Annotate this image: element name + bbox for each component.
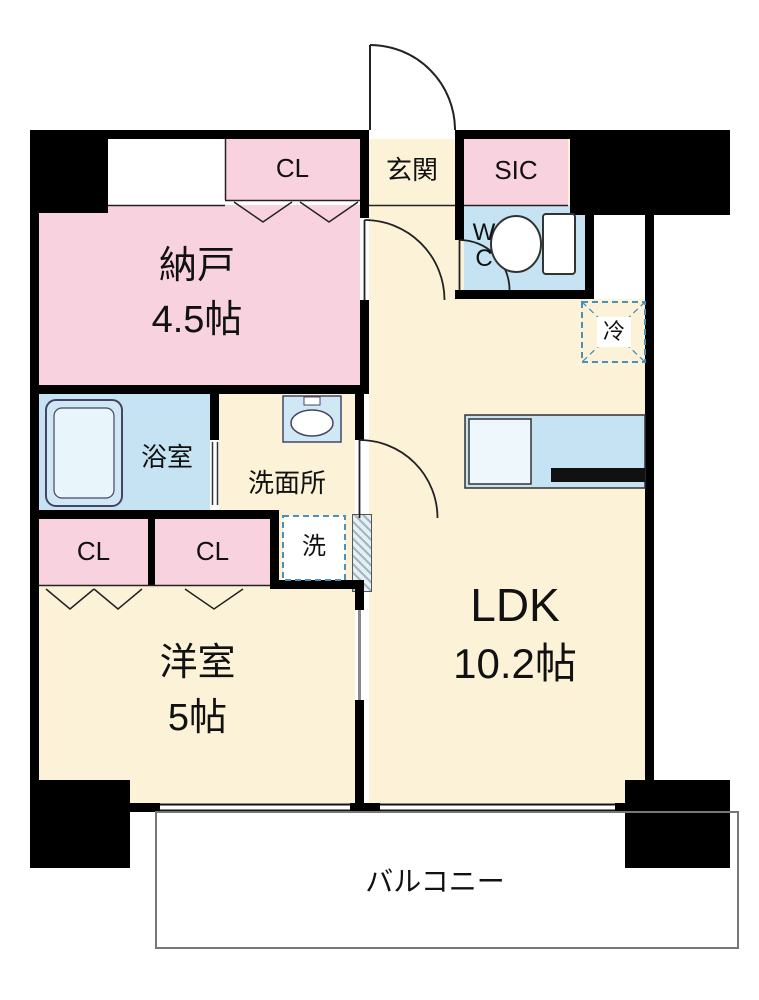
bath-sliding-door — [211, 442, 219, 505]
wall-washroom-right-upper — [355, 394, 364, 440]
pillar-bottom-left — [30, 780, 130, 868]
entrance-door-arc — [369, 44, 456, 131]
wall-closet-divider — [148, 519, 155, 585]
room-label-closet-top: CL — [275, 152, 310, 183]
pillar-top-right — [570, 130, 730, 215]
room-fill-shoe-closet — [464, 139, 568, 205]
wall-western-ldk-upper — [355, 589, 364, 610]
room-fill-closet-top — [225, 139, 360, 200]
room-fill-storage — [39, 205, 360, 394]
wall-laundry-bottom — [270, 580, 364, 589]
window-western — [160, 803, 350, 812]
room-fill-closet-a — [39, 519, 148, 585]
room-label-ldk-size: 10.2帖 — [453, 639, 577, 687]
wall-toilet-right — [585, 215, 594, 299]
room-label-bathroom: 浴室 — [140, 441, 193, 472]
wall-bottom-b — [350, 803, 380, 812]
toilet-label-line1: W — [472, 218, 496, 246]
room-fill-closet-b — [155, 519, 270, 585]
wall-left — [30, 130, 39, 812]
room-label-storage-size: 4.5帖 — [151, 299, 243, 342]
room-label-storage: 納戸 — [158, 245, 235, 288]
room-label-balcony: バルコニー — [365, 865, 505, 897]
room-label-closet-a: CL — [76, 535, 111, 566]
room-label-ldk: LDK — [470, 578, 560, 631]
room-label-washroom: 洗面所 — [247, 467, 326, 498]
wall-toilet-bottom — [455, 290, 594, 299]
wall-right — [645, 139, 654, 812]
wall-storage-right-upper — [360, 139, 369, 218]
wall-closet-b-right — [270, 510, 279, 589]
room-label-fridge: 冷 — [597, 317, 631, 347]
pillar-bottom-right — [625, 780, 730, 868]
wall-hall-right-upper — [455, 139, 464, 240]
room-fill-pipe-space — [594, 215, 645, 299]
toilet-label-line2: C — [475, 245, 493, 272]
room-fill-western — [39, 585, 355, 803]
wall-storage-right-lower — [360, 300, 369, 394]
room-label-shoe-closet: SIC — [494, 154, 538, 185]
room-label-western: 洋室 — [159, 642, 236, 685]
wall-western-ldk-lower — [355, 700, 364, 812]
room-label-entrance: 玄関 — [385, 154, 438, 185]
window-ldk — [380, 803, 615, 812]
wall-storage-bottom — [39, 385, 369, 394]
room-label-western-size: 5帖 — [167, 697, 228, 740]
wall-top-a — [30, 130, 369, 139]
pillar-top-left — [30, 130, 108, 213]
wall-bath-washroom — [210, 394, 219, 440]
wall-below-bath — [39, 510, 279, 519]
room-label-laundry: 洗 — [302, 532, 326, 560]
room-label-toilet: W C — [466, 213, 502, 279]
room-label-closet-b: CL — [195, 535, 230, 566]
